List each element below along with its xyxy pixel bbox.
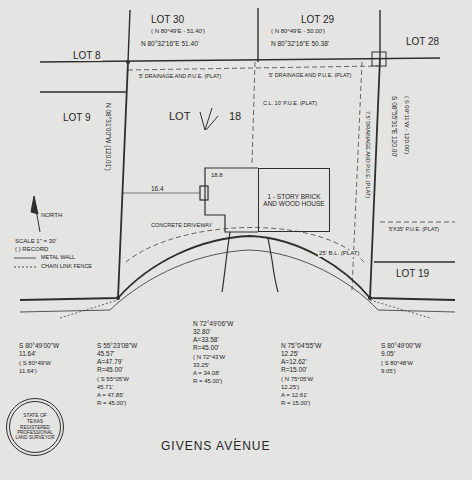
iron-rod <box>116 296 120 300</box>
bearing-distance: S 08°55'31"E 120.00' <box>391 95 398 158</box>
distance: 9.05' <box>380 350 396 357</box>
legend-note: ( ) RECORD <box>14 246 49 253</box>
bearing: N 75°04'55"W <box>280 342 322 349</box>
arc-length: A=12.62' <box>280 358 308 365</box>
record-radius: R = 45.00') <box>192 378 223 385</box>
bearing: S 80°49'00"W <box>18 342 60 349</box>
legend-fence-sample <box>14 267 36 268</box>
record-arc: A = 34.08' <box>192 370 221 377</box>
record-distance: 12.25') <box>280 384 300 391</box>
record-radius: R = 15.00') <box>280 400 311 407</box>
distance: 12.25' <box>280 350 300 357</box>
record-bearing: ( S 09°11'W - 120.00') <box>403 95 410 155</box>
lot-name: LOT 9 <box>62 112 92 123</box>
lot-name: LOT 30 <box>150 14 185 25</box>
node-subtext: REGISTERED PROFESSIONAL LAND SURVEYOR <box>15 425 55 441</box>
fence-line <box>60 300 118 318</box>
distance: 45.57' <box>96 350 116 357</box>
arc-length: A=47.79' <box>96 358 124 365</box>
lot-name: LOT <box>168 110 191 122</box>
dimension-line <box>123 193 200 194</box>
north-label: NORTH <box>40 212 63 219</box>
radius: R=15.00' <box>280 366 308 373</box>
record-distance: 33.25' <box>192 362 210 369</box>
easement-centerline <box>252 62 255 165</box>
record-bearing: ( S 80°48'W <box>380 360 414 367</box>
arc-length: A=33.58' <box>192 336 220 343</box>
street-name: GIVENS AVENUE <box>160 440 271 453</box>
record-bearing: ( S 55°05'W <box>96 376 130 383</box>
iron-rod <box>126 60 130 64</box>
curb-line <box>20 250 455 312</box>
easement-note: 5' DRAINAGE AND P.U.E. (PLAT) <box>138 73 222 79</box>
node-text: 1 - STORY BRICK AND WOOD HOUSE <box>263 193 325 208</box>
node-text: STATE OF TEXAS <box>15 413 55 425</box>
building-line <box>126 227 364 262</box>
bearing-distance: N 08°31'00"W (120.01') <box>105 102 112 172</box>
record-distance: 9.05') <box>380 368 397 375</box>
easement-note: C.L. 10' P.U.E. (PLAT) <box>262 100 318 106</box>
building-line-label: 25' B.L. (PLAT) <box>318 250 360 257</box>
porch <box>200 186 208 200</box>
bearing-distance: N 80°32'16"E 51.40' <box>140 40 200 47</box>
radius: R=45.00' <box>96 366 124 373</box>
record-bearing: ( N 80°49'E - 50.00') <box>270 28 326 35</box>
radius: R=45.00' <box>192 344 220 351</box>
distance: 32.80' <box>192 328 212 335</box>
dimension: 18.8 <box>210 172 224 179</box>
lot-number: 18 <box>228 110 242 122</box>
record-distance: 45.71' <box>96 384 114 391</box>
lot-name: LOT 19 <box>395 268 430 279</box>
easement-line <box>380 222 455 223</box>
record-arc: A = 47.85' <box>96 392 125 399</box>
record-radius: R = 45.00') <box>96 400 127 407</box>
front-lot-line <box>20 236 455 300</box>
dimension: 16.4 <box>150 185 165 192</box>
lot-divider <box>40 91 126 92</box>
fence-line <box>370 300 430 318</box>
legend-wall-sample <box>14 258 36 259</box>
lot-name: LOT 29 <box>300 14 335 25</box>
legend-note: CHAIN LINK FENCE <box>40 263 93 269</box>
distance: 11.64' <box>18 350 37 357</box>
bearing-distance: N 80°32'16"E 50.38' <box>270 40 330 47</box>
driveway-edge <box>222 232 230 292</box>
easement-note: 5'X35' P.U.E. (PLAT) <box>388 226 440 232</box>
north-arrow-head <box>31 196 38 214</box>
lot-divider <box>379 10 380 58</box>
bearing: S 55°23'08"W <box>96 342 138 349</box>
easement-note: 5' DRAINAGE AND P.U.E. (PLAT) <box>268 72 352 78</box>
record-bearing: ( N 80°49'E - 51.40') <box>150 28 206 35</box>
record-arc: A = 12.61' <box>280 392 309 399</box>
legend-note: METAL WALL <box>40 254 76 260</box>
bearing: S 80°49'00"W <box>380 342 422 349</box>
easement-note: 7.5' DRAINAGE AND P.U.E. (PLAT) <box>365 110 371 199</box>
surveyor-seal: STATE OF TEXASREGISTERED PROFESSIONAL LA… <box>6 398 64 456</box>
scale-note: SCALE 1" = 30' <box>14 238 57 245</box>
side-lot-line <box>370 58 380 298</box>
record-distance: 11.64') <box>18 368 38 375</box>
corner-marker <box>372 52 386 66</box>
record-bearing: ( N 75°05'W <box>280 376 314 383</box>
house-box: 1 - STORY BRICK AND WOOD HOUSE <box>258 168 330 232</box>
record-bearing: ( N 72°43'W <box>192 354 226 361</box>
easement-line <box>128 66 378 70</box>
side-lot-line <box>118 62 128 298</box>
driveway-label: CONCRETE DRIVEWAY <box>150 222 213 228</box>
lot-divider <box>128 10 130 62</box>
lot-name: LOT 8 <box>72 50 102 61</box>
lot-divider <box>257 8 258 62</box>
record-bearing: ( S 80°49'W <box>18 360 52 367</box>
bearing: N 72°49'06"W <box>192 320 234 327</box>
lot-divider <box>374 261 455 262</box>
iron-rod <box>368 296 372 300</box>
driveway-edge <box>268 238 278 292</box>
lot-name: LOT 28 <box>405 36 440 47</box>
sketch-mark <box>200 108 218 130</box>
